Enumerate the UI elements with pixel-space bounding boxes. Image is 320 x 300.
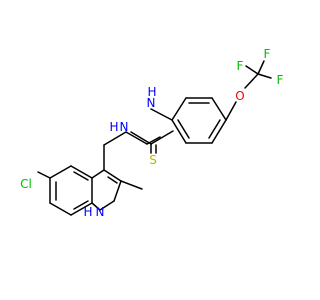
- indole-n-label: N: [96, 205, 105, 219]
- bond-double-inner: [107, 176, 118, 184]
- bond-cl: [37, 171, 51, 179]
- bond-o-c: [244, 73, 259, 89]
- bond: [211, 119, 227, 144]
- bond-c-f-right: [257, 73, 272, 79]
- bond-methyl: [120, 180, 143, 190]
- bond-double-inner: [73, 171, 89, 181]
- bond-chain: [125, 131, 148, 145]
- bond-chain: [103, 131, 127, 146]
- bond: [211, 97, 227, 121]
- bond-double-inner: [177, 119, 190, 139]
- bond: [113, 180, 122, 202]
- oxygen-label: O: [235, 89, 244, 103]
- thiourea-nh-right-h-label: H: [147, 85, 156, 99]
- sulfur-label: S: [149, 153, 157, 167]
- bond: [91, 169, 105, 179]
- bond-double-inner: [208, 119, 221, 139]
- phenyl-ring: [171, 97, 227, 144]
- bond-nh-c: [150, 108, 173, 121]
- bond-double-inner: [73, 200, 89, 210]
- bond: [70, 165, 93, 179]
- indole-h-label: H: [83, 205, 92, 219]
- thiourea-nh-left-n-label: N: [120, 120, 129, 134]
- fluorine-top-label: F: [264, 47, 271, 61]
- bond: [99, 200, 115, 211]
- bond-n-c: [130, 131, 152, 145]
- structure-svg: Cl N H N H S N H: [20, 47, 284, 219]
- bond-c-f-left: [245, 65, 259, 75]
- bond: [103, 169, 122, 182]
- thiourea-nh-right-n-label: N: [147, 96, 156, 110]
- bond: [49, 165, 72, 179]
- bond: [49, 202, 72, 216]
- indole-pyrrole-ring: [91, 169, 122, 211]
- chlorine-label: Cl: [20, 177, 32, 191]
- fluorine-left-label: F: [237, 59, 244, 73]
- bond-c-f-top: [257, 60, 265, 75]
- fluorine-right-label: F: [277, 73, 284, 87]
- molecule-diagram: Cl N H N H S N H: [20, 47, 284, 219]
- bond-c-n: [150, 130, 174, 145]
- bond-c-o: [225, 101, 237, 121]
- thiourea-nh-left-h-label: H: [109, 120, 118, 134]
- bond: [171, 119, 187, 144]
- bond: [70, 202, 93, 216]
- bond: [91, 202, 101, 211]
- bond: [171, 97, 187, 121]
- indole-benzene-ring: [49, 165, 93, 216]
